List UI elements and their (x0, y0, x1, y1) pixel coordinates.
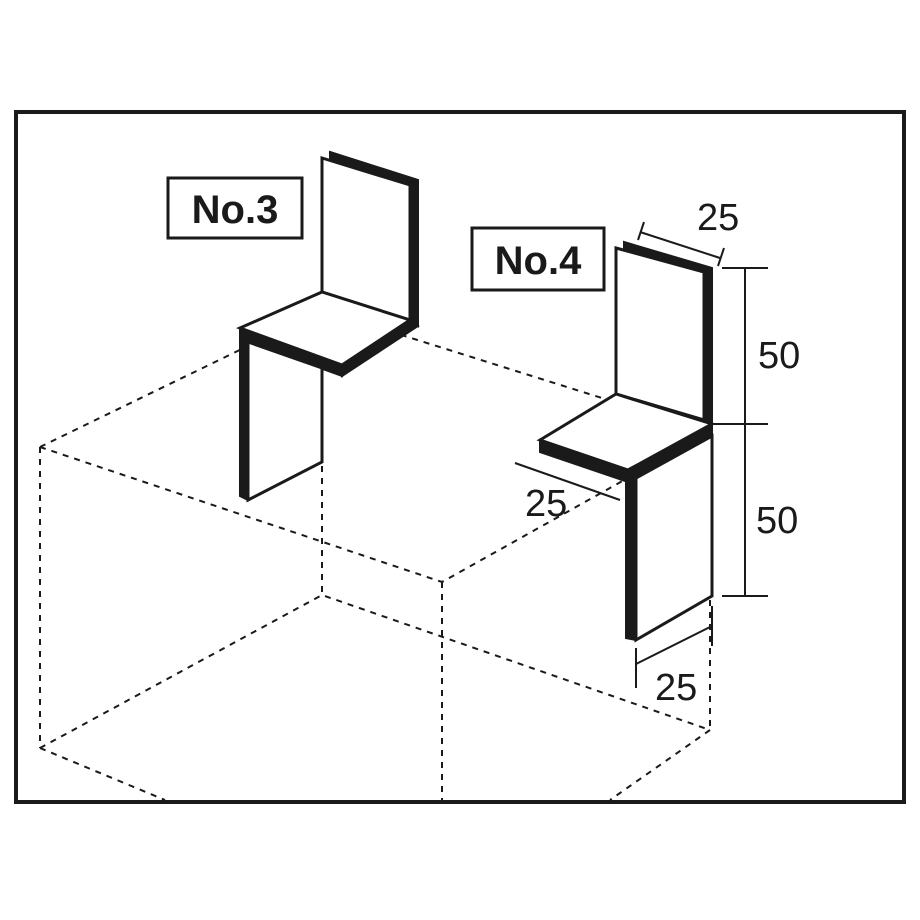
dim-upper-height-value: 50 (758, 335, 800, 377)
dim-top-depth-tick-right (717, 247, 725, 267)
dim-bottom-depth-value: 25 (655, 667, 697, 709)
dim-lower-height-value: 50 (756, 500, 798, 542)
label-no4: No.4 (495, 239, 582, 283)
diagram-frame (14, 110, 906, 804)
label-no3: No.3 (192, 188, 279, 232)
cube-bottom-left-front (39, 747, 166, 801)
chair-no3-leg-edge (239, 334, 249, 502)
dim-top-depth-value: 25 (697, 197, 739, 239)
chair-no4-backrest (614, 246, 706, 423)
dim-seat-depth-value: 25 (525, 483, 567, 525)
chair-no3-seat-side-edge (341, 318, 420, 378)
cube-bottom-right-front (609, 729, 711, 801)
label-no3-box (166, 176, 304, 240)
chair-no4 (536, 240, 716, 643)
dim-seat-depth-line (514, 462, 621, 501)
label-no4-box (470, 226, 606, 292)
dim-top-depth-tick-left (637, 221, 645, 241)
dimension-lines (514, 221, 768, 688)
chair-no3 (235, 150, 420, 503)
dim-top-depth-line (639, 231, 721, 259)
dim-bottom-depth-line (635, 625, 713, 665)
chair-no4-leg-edge (625, 474, 637, 642)
